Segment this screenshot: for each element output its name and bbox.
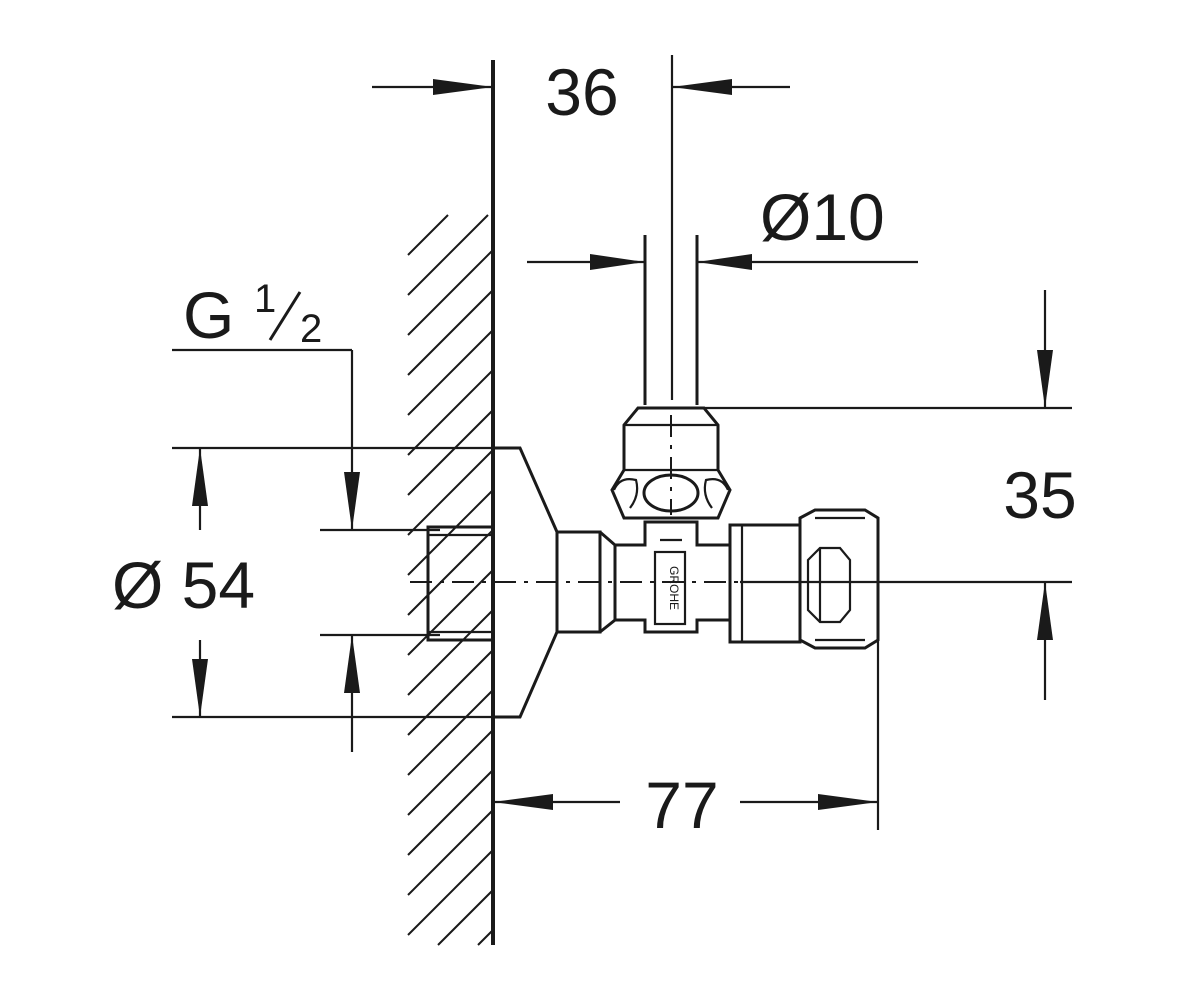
dim-77-label: 77 xyxy=(645,768,718,842)
dim-77-arrow-right xyxy=(818,794,878,810)
dim-10-arrow-left xyxy=(590,254,645,270)
thread-label-denominator: 2 xyxy=(300,307,322,351)
wall xyxy=(407,60,495,946)
hatch-line-15 xyxy=(407,769,494,856)
hatch-line-2 xyxy=(407,249,494,336)
dim-35-label: 35 xyxy=(1003,458,1076,532)
hatch-line-12 xyxy=(407,649,494,736)
outlet-body xyxy=(728,523,802,644)
valve-assembly: GROHE xyxy=(410,406,880,719)
hatch-line-4 xyxy=(407,329,494,416)
dimension-top-offset: 36 xyxy=(372,55,790,400)
hatch-line-19 xyxy=(477,929,494,946)
hatch-line-18 xyxy=(437,889,494,946)
dim-54-arrow-top xyxy=(192,448,208,506)
top-nut-outline xyxy=(610,406,732,520)
threaded-inlet xyxy=(426,525,493,642)
body-marking-text: GROHE xyxy=(667,566,681,610)
dim-36-arrow-right xyxy=(672,79,732,95)
dimension-thread: G 1 2 xyxy=(172,277,440,752)
top-nut-right-facet xyxy=(703,478,730,509)
dim-77-arrow-left xyxy=(493,794,553,810)
side-nut-hex-face xyxy=(806,546,852,624)
dim-35-arrow-top xyxy=(1037,350,1053,408)
dim-10-label: Ø10 xyxy=(760,180,885,254)
hatch-line-6 xyxy=(407,409,494,496)
thread-label-numerator: 1 xyxy=(254,277,276,321)
dim-35-arrow-bottom xyxy=(1037,582,1053,640)
dim-54-label: Ø 54 xyxy=(112,548,255,622)
valve-main-body: GROHE xyxy=(615,520,732,634)
thread-fraction-slash xyxy=(268,291,302,341)
thread-arrow-top xyxy=(344,472,360,530)
supply-tube xyxy=(643,235,699,405)
hatch-line-17 xyxy=(407,849,494,936)
side-nut-outline xyxy=(798,508,880,650)
thread-arrow-bottom xyxy=(344,635,360,693)
hatch-line-1 xyxy=(407,214,489,296)
dim-36-label: 36 xyxy=(545,55,618,129)
hatch-line-5 xyxy=(407,369,494,456)
hatch-line-16 xyxy=(407,809,494,896)
inlet-outline xyxy=(426,525,493,642)
dimension-tube-diameter: Ø10 xyxy=(527,180,918,270)
hatch-line-0 xyxy=(407,214,449,256)
dim-10-arrow-right xyxy=(697,254,752,270)
wall-hatching xyxy=(407,214,494,946)
thread-label-main: G xyxy=(183,278,234,352)
outlet-housing xyxy=(728,523,802,644)
side-compression-nut xyxy=(798,508,880,650)
hatch-line-8 xyxy=(407,489,494,576)
dimension-nut-height: 35 xyxy=(700,290,1077,700)
body-marking-plate xyxy=(653,550,687,626)
hatch-line-11 xyxy=(407,609,494,696)
dim-36-arrow-left xyxy=(433,79,493,95)
dim-54-arrow-bottom xyxy=(192,659,208,717)
hatch-line-10 xyxy=(407,569,494,656)
top-compression-nut xyxy=(610,406,732,520)
hatch-line-7 xyxy=(407,449,494,536)
hatch-line-3 xyxy=(407,289,494,376)
hatch-line-13 xyxy=(407,689,494,776)
hatch-line-14 xyxy=(407,729,494,816)
dimension-rosette: Ø 54 xyxy=(112,446,497,719)
neck-taper xyxy=(599,530,617,634)
dimension-projection: 77 xyxy=(493,635,880,842)
hatch-line-9 xyxy=(407,529,494,616)
top-nut-left-facet xyxy=(612,478,639,509)
